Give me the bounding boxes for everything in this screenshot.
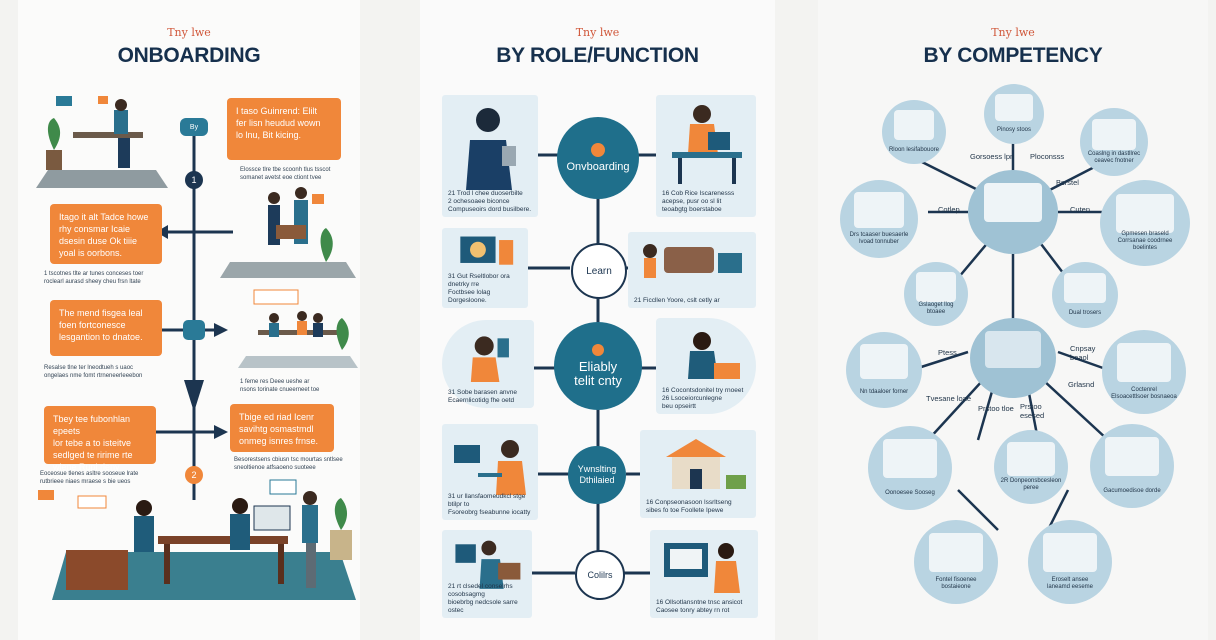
role-card-text: 21 Ficcllen Yoore, cslt cetly ar (634, 297, 720, 304)
role-card: 31 Gut Rseltlobor ora dnetrky rre Foctbs… (442, 228, 528, 308)
role-card-text: 16 Cob Rice Iscarenesss acepse, pusr oo … (662, 190, 735, 213)
flow-marker: By (189, 124, 199, 131)
vehicle-icon (643, 244, 742, 278)
competency-bubble: Nn tdaaloer forner (846, 332, 922, 408)
competency-bubble: Gacumoedisoe dorde (1090, 424, 1174, 508)
person-icon (470, 336, 509, 383)
competency-bubble: 2R Donpeonsbcesleon peree (994, 430, 1068, 504)
role-card-text: 31 Sobe barasen anvne Ecaernlicotidg fhe… (448, 389, 518, 404)
onboarding-caption: Besorestsens cbiusn tsc mourtas sntlsee … (234, 457, 343, 471)
onboarding-kicker: Tny lwe (167, 26, 211, 39)
role-card: 16 Cob Rice Iscarenesss acepse, pusr oo … (656, 95, 756, 217)
role-panel: Tny lwe BY ROLE/FUNCTION Onvboarding Lea… (420, 0, 775, 640)
link-label: Prstoo tloe (978, 404, 1014, 413)
competency-bubble: Eroselt ansee laneamd eeseme (1028, 520, 1112, 604)
step-marker-2: 2 (185, 466, 203, 484)
competency-bubble: Dual trosers (1052, 262, 1118, 328)
monitor-icon (460, 236, 514, 265)
chat-icon (56, 96, 72, 106)
desk-icon (454, 440, 526, 495)
house-icon (666, 439, 746, 489)
onboarding-step-box: The mend fisgea leal foen fortconesce le… (50, 300, 162, 356)
hub-node (968, 170, 1058, 254)
competency-bubble: Rloon lesifabouore (882, 100, 946, 164)
hub-learn: Learn (571, 243, 627, 299)
role-card-text: 31 Gut Rseltlobor ora dnetrky rre Foctbs… (448, 273, 510, 304)
person-icon (455, 540, 521, 589)
onboarding-flow-lines (36, 96, 358, 600)
chat-icon (38, 490, 54, 500)
hub-colilrs: Colilrs (575, 550, 625, 600)
role-kicker: Tny lwe (575, 26, 620, 39)
onboarding-caption: Elossce tlre tbe scoonh tlus tsscot soma… (240, 167, 331, 181)
link-label: Ptess (938, 348, 957, 357)
hub-icon (591, 143, 605, 157)
link-label: Tvesane loae (926, 394, 972, 403)
competency-bubble: Gpmesen braseld Corrsanae coodrnee boeli… (1100, 180, 1190, 266)
onboarding-panel: Tny lwe ONBOARDING (18, 0, 360, 640)
hub-node (970, 318, 1056, 398)
onboarding-step-box: I taso Guinrend: Elilt fer lisn heudud w… (227, 98, 341, 160)
role-card: 16 Ollsotlansntne tnsc ansicot Caosee to… (650, 530, 758, 618)
role-card-text: 16 Cocontsdonitel try rnoeet 26 Lsoceior… (662, 387, 744, 410)
hub-label: Ywnslting Dthilaied (577, 464, 617, 485)
link-label: Cotlep (938, 205, 960, 214)
role-card: 16 Cocontsdonitel try rnoeet 26 Lsoceior… (656, 318, 756, 414)
link-label: Gorsoess lpn (970, 152, 1015, 161)
link-label: Prstoo esesed (1020, 402, 1045, 420)
link-label: Grlasnd (1068, 380, 1095, 389)
hub-icon (592, 344, 604, 356)
role-card-text: 16 Ollsotlansntne tnsc ansicot Caosee to… (656, 599, 743, 614)
onboarding-caption: Resalse tlne ter lneodtueh s uaoc ongela… (44, 365, 143, 379)
onboarding-step-box: Tbige ed riad Icenr savihtg osmastmdl on… (230, 404, 334, 452)
role-card: 21 Ficcllen Yoore, cslt cetly ar (628, 232, 756, 308)
role-card: 31 Sobe barasen anvne Ecaernlicotidg fhe… (442, 320, 534, 408)
link-label: Cnpsay beaol (1070, 344, 1096, 362)
gear-icon (183, 320, 205, 340)
competency-bubble: Drs tcaaser buesaerle lvoad tonnuber (840, 180, 918, 258)
competency-bubble: Oonoesee Sooseg (868, 426, 952, 510)
hub-dthilaied: Ywnslting Dthilaied (568, 446, 626, 504)
hub-eliably: Eliably telit cnty (554, 322, 642, 410)
onboarding-caption: 1 tscotnes tlte ar tunes conceses toer r… (44, 271, 144, 285)
step-marker-1: 1 (185, 171, 203, 189)
hub-onboarding: Onvboarding (557, 117, 639, 199)
hub-label: Eliably telit cnty (574, 359, 622, 388)
competency-title: BY COMPETENCY (923, 44, 1103, 67)
role-card-text: 16 Conpseonasoon lssrltseng sibes fo toe… (646, 499, 732, 514)
onboarding-caption: 1 feme res Deee ueshe ar nsons torinate … (240, 379, 320, 393)
onboarding-title: ONBOARDING (117, 44, 261, 67)
role-card: 21 rt clsedel conselrhs cosobsagmg bioeb… (442, 530, 532, 618)
hub-label: Onvboarding (566, 161, 630, 173)
competency-bubble: Gslaoget llog btoaee (904, 262, 968, 326)
onboarding-step-box: Tbey tee fubonhlan epeets lor tebe a to … (44, 406, 156, 472)
competency-bubble: Fontel fisoenee bostaieone (914, 520, 998, 604)
gear-icon (180, 118, 208, 136)
competency-panel: Tny lwe BY COMPETENCY Rloon lesifabouore… (818, 0, 1208, 640)
role-card: 16 Conpseonasoon lssrltseng sibes fo toe… (640, 430, 756, 518)
screen-icon (664, 543, 740, 593)
role-card-text: 31 ur llansfaomeudkcl stge btilpr to Fso… (448, 493, 531, 516)
link-label: Cuten (1070, 205, 1091, 214)
chat-icon (312, 194, 324, 204)
onboarding-step-box: Itago it alt Tadce howe rhy consmar Icai… (50, 204, 162, 264)
person-icon (466, 108, 516, 190)
role-card-text: 21 Trod l chee duoserbilte 2 ochesoaee b… (448, 190, 532, 213)
role-card: 31 ur llansfaomeudkcl stge btilpr to Fso… (442, 424, 538, 520)
link-label: Ploconsss (1030, 152, 1065, 161)
role-card-text: 21 rt clsedel conselrhs cosobsagmg bioeb… (448, 583, 518, 614)
hub-label: Learn (586, 265, 612, 277)
laptop-icon (688, 332, 740, 379)
link-label: Bsrstel (1056, 178, 1079, 187)
desk-icon (672, 105, 742, 184)
hub-label: Colilrs (587, 570, 613, 580)
competency-bubble: Coaslng in dastllrec ceavec fnotner (1080, 108, 1148, 176)
onboarding-caption: Eoceosue tlenes asltre sooseue lrate rut… (40, 471, 139, 485)
competency-bubble: Coctenrel Elsoacettlsoer bosnaeoa (1102, 330, 1186, 414)
role-card: 21 Trod l chee duoserbilte 2 ochesoaee b… (442, 95, 538, 217)
competency-bubble: Pinosy stoos (984, 84, 1044, 144)
chat-icon (98, 96, 108, 104)
role-title: BY ROLE/FUNCTION (496, 44, 699, 67)
competency-kicker: Tny lwe (991, 26, 1035, 39)
